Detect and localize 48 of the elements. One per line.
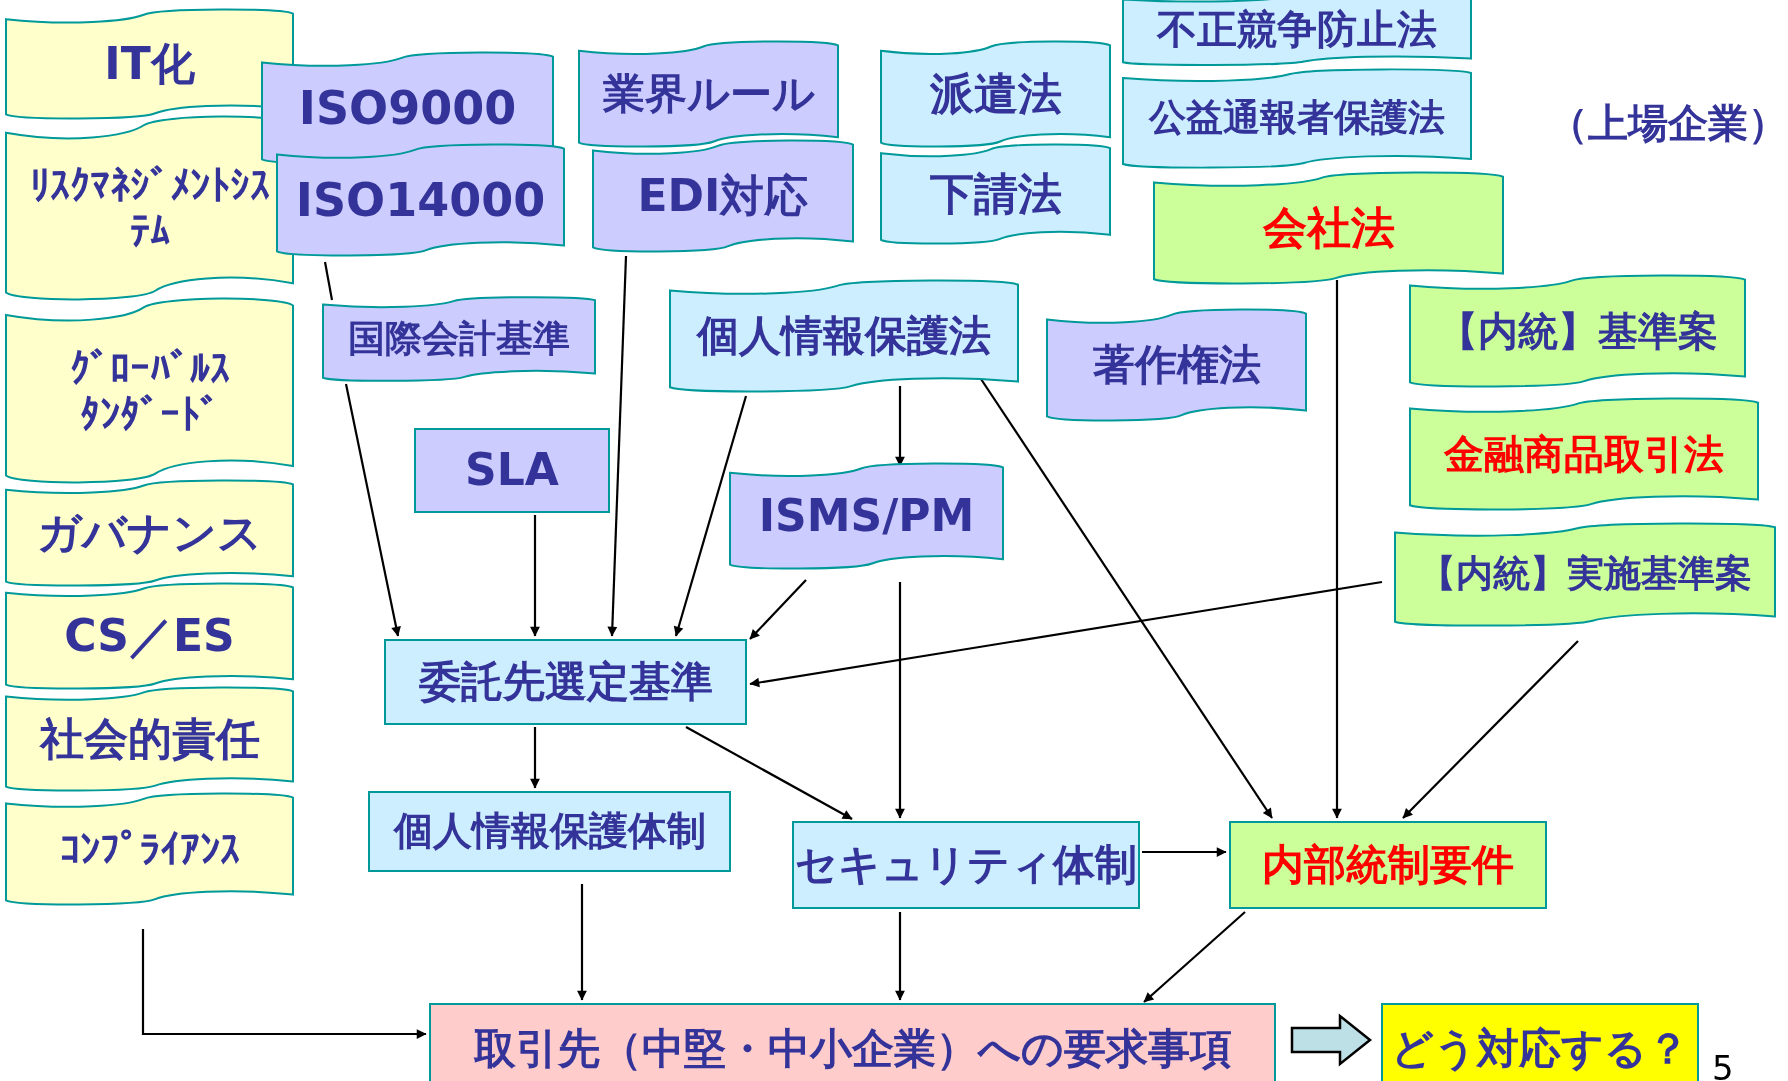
wave-banner: 国際会計基準 [323, 296, 595, 382]
label-box: SLA [414, 428, 610, 513]
label-box: 委託先選定基準 [384, 639, 747, 725]
wave-banner: CS／ES [6, 582, 293, 690]
arrow [607, 255, 628, 637]
label-box: 個人情報保護体制 [368, 791, 731, 872]
wave-banner: 公益通報者保護法 [1123, 68, 1471, 169]
wave-banner: 業界ルール [579, 40, 838, 148]
wave-banner: ガバナンス [6, 479, 293, 587]
wave-banner: ISO14000 [277, 143, 564, 257]
wave-banner: 下請法 [881, 143, 1110, 245]
wave-banner: 【内統】基準案 [1410, 274, 1745, 388]
arrow [530, 515, 540, 637]
wave-banner: 不正競争防止法 [1123, 0, 1471, 66]
arrow [577, 884, 587, 1001]
wave-banner: 【内統】実施基準案 [1395, 522, 1775, 627]
wave-banner: IT化 [6, 8, 293, 120]
arrow [530, 727, 540, 789]
page-number: 5 [1712, 1048, 1734, 1081]
wave-banner: 著作権法 [1047, 308, 1306, 422]
wave-banner: ｺﾝﾌﾟﾗｲｱﾝｽ [6, 792, 293, 906]
arrow [141, 929, 427, 1039]
wave-banner: ISMS/PM [730, 462, 1003, 570]
arrow [1332, 280, 1342, 819]
arrow [685, 726, 853, 820]
arrow [673, 395, 748, 637]
arrow [895, 582, 905, 819]
wave-banner: 社会的責任 [6, 686, 293, 792]
arrow [1402, 640, 1579, 819]
wave-banner: 個人情報保護法 [670, 279, 1018, 393]
label-box: 内部統制要件 [1229, 821, 1547, 909]
arrow [749, 579, 807, 640]
note-text: （上場企業） [1548, 99, 1788, 148]
label-box: セキュリティ体制 [792, 821, 1140, 909]
arrow [344, 383, 401, 637]
wave-banner: 会社法 [1154, 171, 1503, 285]
arrow [1142, 847, 1227, 857]
label-box: 取引先（中堅・中小企業）への要求事項 [429, 1003, 1276, 1081]
wave-banner: 金融商品取引法 [1410, 397, 1758, 511]
arrow [1143, 911, 1246, 1003]
wave-banner: ｸﾞﾛｰﾊﾞﾙｽﾀﾝﾀﾞｰﾄﾞ [6, 296, 293, 485]
wave-banner: ﾘｽｸﾏﾈｼﾞﾒﾝﾄｼｽﾃﾑ [6, 114, 293, 302]
block-arrow [1290, 1013, 1372, 1067]
arrow [749, 580, 1383, 688]
arrow [895, 912, 905, 1001]
wave-banner: 派遣法 [881, 40, 1110, 148]
label-box: どう対応する？ [1381, 1003, 1699, 1081]
wave-banner: EDI対応 [593, 139, 853, 253]
